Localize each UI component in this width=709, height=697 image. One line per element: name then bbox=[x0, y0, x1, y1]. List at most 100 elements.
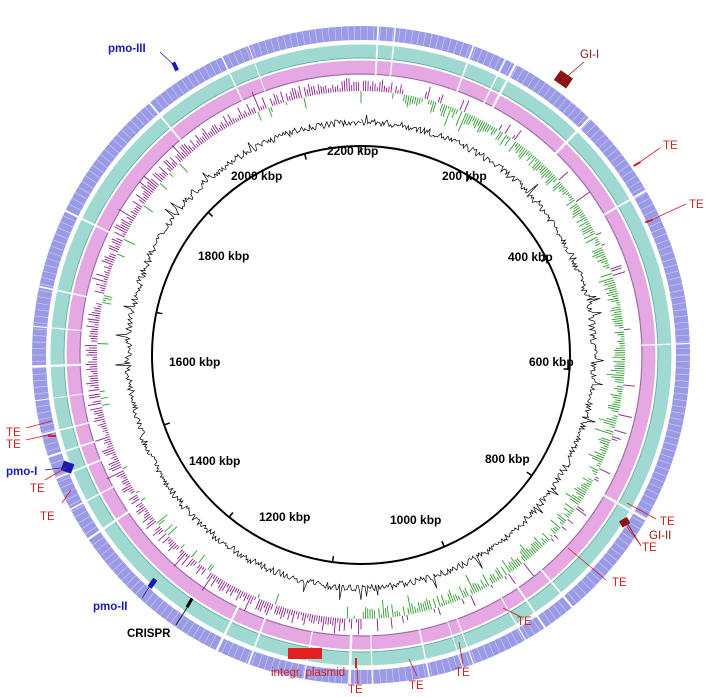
gc-skew-bar bbox=[95, 317, 100, 319]
gc-skew-bar bbox=[598, 438, 611, 444]
gc-skew-bar bbox=[146, 520, 157, 530]
gc-skew-bar bbox=[439, 103, 444, 112]
gc-skew-bar bbox=[597, 257, 607, 263]
ring-gap bbox=[500, 597, 527, 641]
gc-skew-bar bbox=[531, 155, 535, 159]
gc-skew-bar bbox=[514, 142, 519, 148]
gi-ii-marker bbox=[619, 516, 631, 528]
gc-skew-bar bbox=[114, 226, 128, 234]
gc-skew-bar bbox=[176, 550, 185, 560]
gc-skew-bar bbox=[88, 335, 98, 338]
gc-skew-bar bbox=[564, 503, 575, 511]
gc-skew-bar bbox=[181, 555, 190, 566]
gc-skew-bar bbox=[105, 451, 116, 456]
gc-skew-bar bbox=[539, 164, 545, 171]
label-te-10: TE bbox=[40, 511, 55, 523]
gc-skew-bar bbox=[552, 181, 561, 189]
label-te-6: TE bbox=[517, 616, 532, 628]
gc-skew-bar bbox=[255, 598, 261, 610]
gc-skew-bar bbox=[112, 466, 122, 472]
gc-skew-bar bbox=[447, 105, 450, 110]
gc-skew-bar bbox=[608, 407, 620, 411]
gc-skew-bar bbox=[513, 130, 522, 141]
gc-skew-bar bbox=[432, 101, 437, 113]
gc-skew-bar bbox=[180, 544, 185, 549]
gc-skew-bar bbox=[108, 265, 113, 268]
gc-skew-bar bbox=[269, 97, 274, 107]
gc-skew-bar bbox=[601, 437, 611, 442]
gc-skew-bar bbox=[600, 446, 608, 451]
gc-skew-bar bbox=[595, 238, 599, 242]
gc-skew-bar bbox=[150, 178, 160, 186]
gc-skew-bar bbox=[88, 321, 100, 324]
gc-skew-bar bbox=[201, 566, 205, 570]
gc-skew-bar bbox=[472, 117, 478, 126]
gc-skew-bar bbox=[199, 137, 205, 144]
gc-skew-bar bbox=[611, 410, 619, 413]
gc-skew-bar bbox=[417, 602, 421, 613]
gc-skew-bar bbox=[508, 561, 515, 571]
integr-plasmid-marker bbox=[288, 648, 322, 659]
gc-skew-bar bbox=[599, 448, 607, 453]
gc-skew-bar bbox=[280, 100, 283, 104]
gc-skew-bar bbox=[254, 596, 257, 601]
gc-skew-bar bbox=[439, 94, 444, 104]
gc-skew-bar bbox=[610, 369, 625, 372]
gc-skew-bar bbox=[526, 154, 533, 162]
gc-skew-bar bbox=[173, 552, 187, 567]
gc-skew-bar bbox=[525, 151, 530, 156]
gc-skew-bar bbox=[307, 613, 309, 618]
gc-skew-bar bbox=[451, 108, 457, 118]
label-te-11: TE bbox=[30, 483, 45, 495]
gc-skew-bar bbox=[611, 436, 621, 440]
gc-skew-bar bbox=[143, 175, 158, 188]
label-te-8: TE bbox=[409, 680, 424, 692]
gc-skew-bar bbox=[114, 231, 125, 238]
gc-skew-bar bbox=[452, 595, 457, 602]
gc-skew-bar bbox=[541, 532, 550, 541]
gc-skew-bar bbox=[129, 488, 134, 492]
ring-gap bbox=[247, 617, 267, 665]
gc-skew-bar bbox=[111, 241, 121, 246]
gc-skew-bar bbox=[514, 143, 521, 151]
gc-skew-bar bbox=[378, 81, 381, 92]
gc-skew-bar bbox=[161, 172, 167, 177]
gc-skew-bar bbox=[618, 413, 632, 418]
teal-ring-border bbox=[63, 57, 659, 653]
gc-skew-bar bbox=[616, 301, 620, 304]
gc-skew-bar bbox=[224, 123, 228, 128]
ring-gap bbox=[348, 634, 353, 684]
gc-skew-bar bbox=[123, 238, 136, 246]
gc-skew-bar bbox=[300, 612, 303, 616]
gc-skew-bar bbox=[99, 287, 106, 290]
gc-skew-bar bbox=[132, 214, 137, 218]
gc-skew-bar bbox=[599, 441, 610, 446]
gc-skew-bar bbox=[206, 572, 212, 580]
gc-skew-bar bbox=[547, 172, 553, 179]
gc-skew-bar bbox=[582, 477, 593, 484]
gc-skew-bar bbox=[422, 603, 426, 612]
gc-skew-bar bbox=[308, 614, 312, 622]
gc-skew-bar bbox=[563, 507, 573, 515]
gc-skew-bar bbox=[518, 148, 526, 158]
gc-skew-bar bbox=[101, 447, 114, 453]
gc-skew-bar bbox=[195, 135, 203, 145]
gc-skew-bar bbox=[104, 266, 112, 270]
gc-skew-bar bbox=[589, 230, 595, 234]
gc-skew-bar bbox=[447, 593, 452, 604]
gc-skew-bar bbox=[565, 492, 581, 503]
gc-skew-bar bbox=[459, 100, 465, 111]
gc-skew-bar bbox=[158, 166, 169, 176]
ring-gap bbox=[70, 485, 115, 511]
gc-skew-bar bbox=[617, 390, 623, 393]
gc-skew-bar bbox=[559, 186, 565, 192]
gc-skew-bar bbox=[567, 518, 574, 525]
gc-skew-bar bbox=[303, 613, 307, 626]
gc-skew-bar bbox=[616, 372, 625, 374]
gc-skew-bar bbox=[120, 224, 130, 230]
gc-skew-bar bbox=[569, 203, 578, 210]
gc-skew-bar bbox=[276, 605, 280, 616]
gc-skew-bar bbox=[557, 513, 567, 522]
gc-skew-bar bbox=[320, 616, 323, 623]
scale-tick bbox=[303, 153, 307, 160]
